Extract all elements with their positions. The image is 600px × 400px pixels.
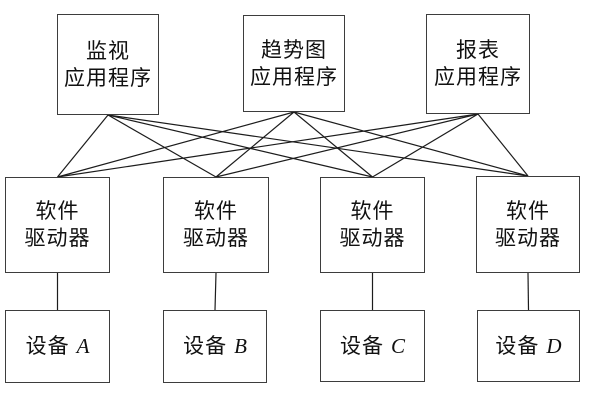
app-monitor-box: 监视 应用程序: [57, 14, 159, 115]
device-b-letter: B: [234, 334, 247, 358]
driver-2-label-line1: 软件: [194, 199, 238, 223]
driver-1-label-line1: 软件: [35, 199, 80, 223]
app-monitor-label-line1: 监视: [86, 38, 130, 63]
edge-app-monitor-driver-1: [57, 114, 109, 178]
app-report-box: 报表 应用程序: [426, 14, 530, 114]
edge-app-report-driver-1: [57, 113, 479, 178]
driver-2-box: 软件 驱动器: [163, 177, 269, 273]
device-d-label-cn: 设备: [495, 333, 540, 358]
edge-driver-4-device-d: [527, 272, 530, 311]
driver-4-box: 软件 驱动器: [476, 176, 580, 273]
device-c-label-cn: 设备: [339, 333, 384, 358]
device-b-box: 设备 B: [163, 310, 267, 383]
device-d-letter: D: [546, 333, 562, 358]
driver-4-label-line1: 软件: [506, 198, 550, 223]
driver-1-label-line2: 驱动器: [24, 226, 91, 250]
driver-3-label-line1: 软件: [350, 199, 395, 223]
device-c-box: 设备 C: [320, 310, 425, 382]
app-trend-box: 趋势图 应用程序: [243, 15, 345, 112]
edge-app-monitor-driver-4: [107, 114, 529, 177]
driver-2-label-line2: 驱动器: [183, 226, 249, 250]
app-report-label-line2: 应用程序: [434, 65, 522, 89]
edge-driver-2-device-b: [214, 272, 217, 311]
driver-3-box: 软件 驱动器: [320, 177, 425, 273]
device-b-label-cn: 设备: [183, 334, 228, 358]
edge-app-trend-driver-1: [57, 111, 295, 178]
device-c-letter: C: [390, 333, 405, 358]
app-monitor-label-line2: 应用程序: [64, 65, 152, 90]
device-d-box: 设备 D: [477, 310, 580, 382]
edge-app-report-driver-2: [215, 113, 479, 178]
device-b-label: 设备 B: [183, 333, 247, 360]
edge-app-trend-driver-2: [215, 111, 295, 178]
device-a-letter: A: [76, 334, 90, 358]
device-d-label: 设备 D: [495, 333, 561, 360]
edge-app-monitor-driver-2: [107, 114, 217, 178]
app-trend-label-line1: 趋势图: [261, 37, 327, 62]
device-a-label-cn: 设备: [25, 334, 70, 358]
driver-1-box: 软件 驱动器: [5, 177, 110, 273]
edge-app-trend-driver-4: [293, 111, 529, 177]
edge-app-report-driver-3: [372, 113, 479, 178]
device-c-label: 设备 C: [340, 333, 405, 360]
edge-app-trend-driver-3: [293, 111, 373, 178]
driver-4-label-line2: 驱动器: [495, 225, 561, 250]
app-trend-label-line2: 应用程序: [250, 64, 338, 89]
device-a-box: 设备 A: [5, 310, 110, 383]
edge-app-report-driver-4: [477, 113, 529, 177]
device-a-label: 设备 A: [26, 333, 90, 360]
driver-3-label-line2: 驱动器: [339, 226, 406, 250]
edge-app-monitor-driver-3: [107, 114, 373, 178]
app-report-label-line1: 报表: [456, 38, 500, 62]
